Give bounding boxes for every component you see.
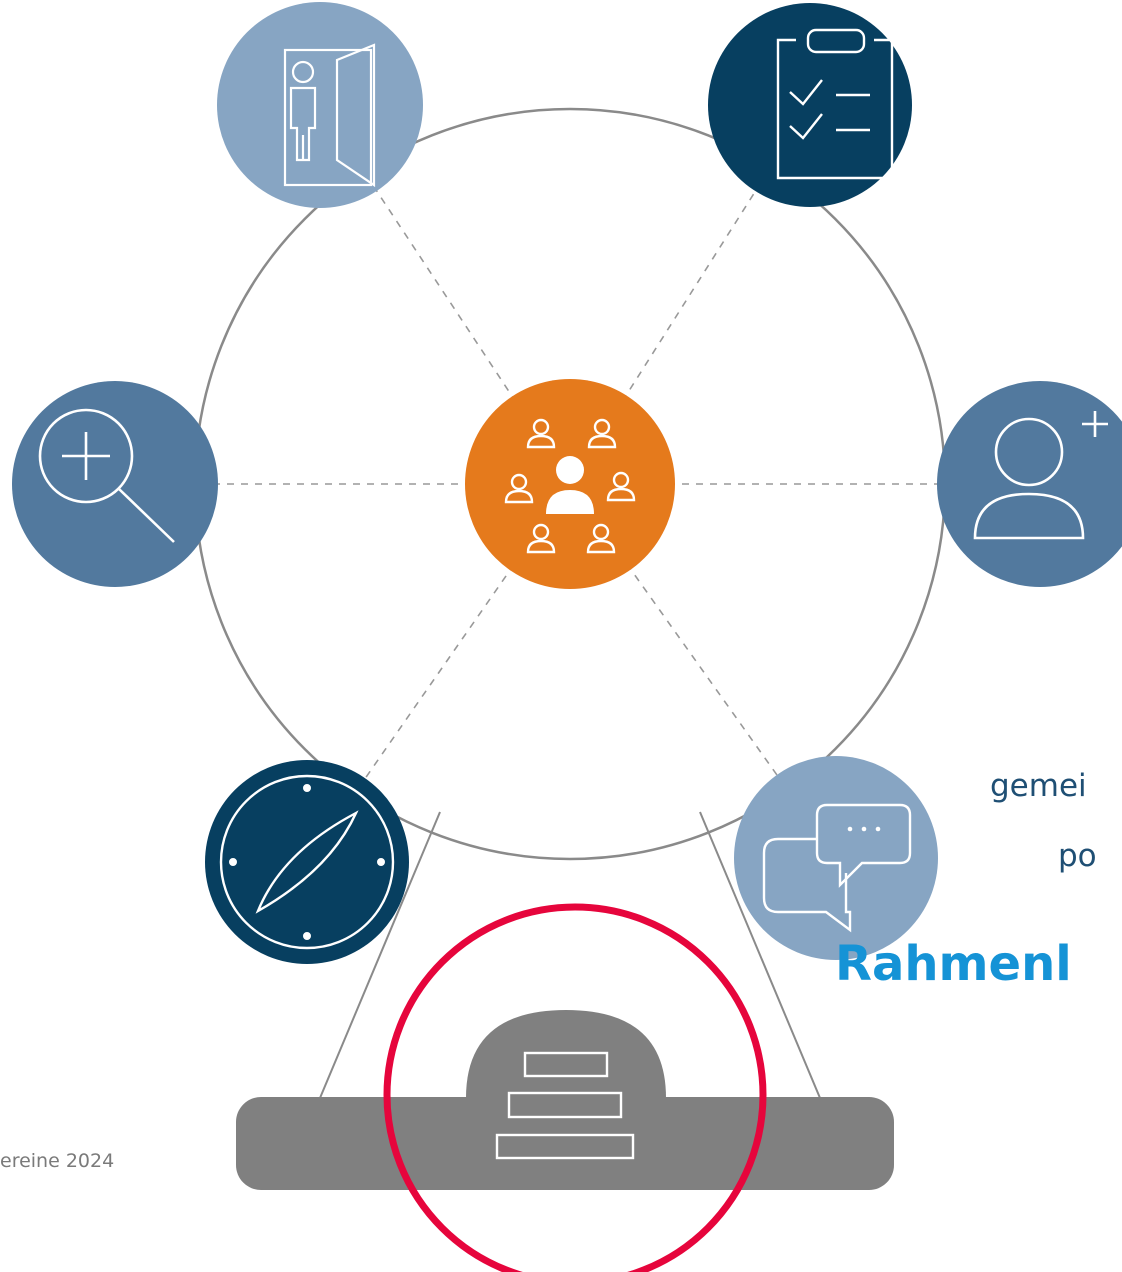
center-node bbox=[465, 379, 675, 589]
footer-text: ereine 2024 bbox=[0, 1150, 115, 1172]
checklist-icon bbox=[776, 28, 894, 180]
door-person-icon bbox=[283, 43, 376, 188]
speech-bubbles-icon bbox=[762, 803, 912, 933]
base-bar bbox=[236, 1097, 894, 1190]
node-magnifier bbox=[12, 381, 218, 587]
node-checklist bbox=[708, 3, 912, 207]
magnifier-plus-icon bbox=[38, 408, 175, 543]
stacked-books-icon bbox=[495, 1051, 635, 1160]
compass-icon bbox=[219, 774, 395, 950]
wheel-stand bbox=[319, 811, 821, 1099]
add-person-icon bbox=[973, 411, 1108, 540]
cut-off-heading: Rahmenl bbox=[835, 936, 1072, 992]
cut-off-text-line-2: po bbox=[1058, 838, 1097, 874]
highlight-ring bbox=[383, 903, 767, 1272]
group-people-icon bbox=[504, 418, 636, 554]
node-speech-bubbles bbox=[734, 756, 938, 960]
node-add-person bbox=[937, 381, 1122, 587]
cut-off-text-line-1: gemei bbox=[990, 768, 1087, 804]
node-compass bbox=[205, 760, 409, 964]
node-door-person bbox=[217, 2, 423, 208]
